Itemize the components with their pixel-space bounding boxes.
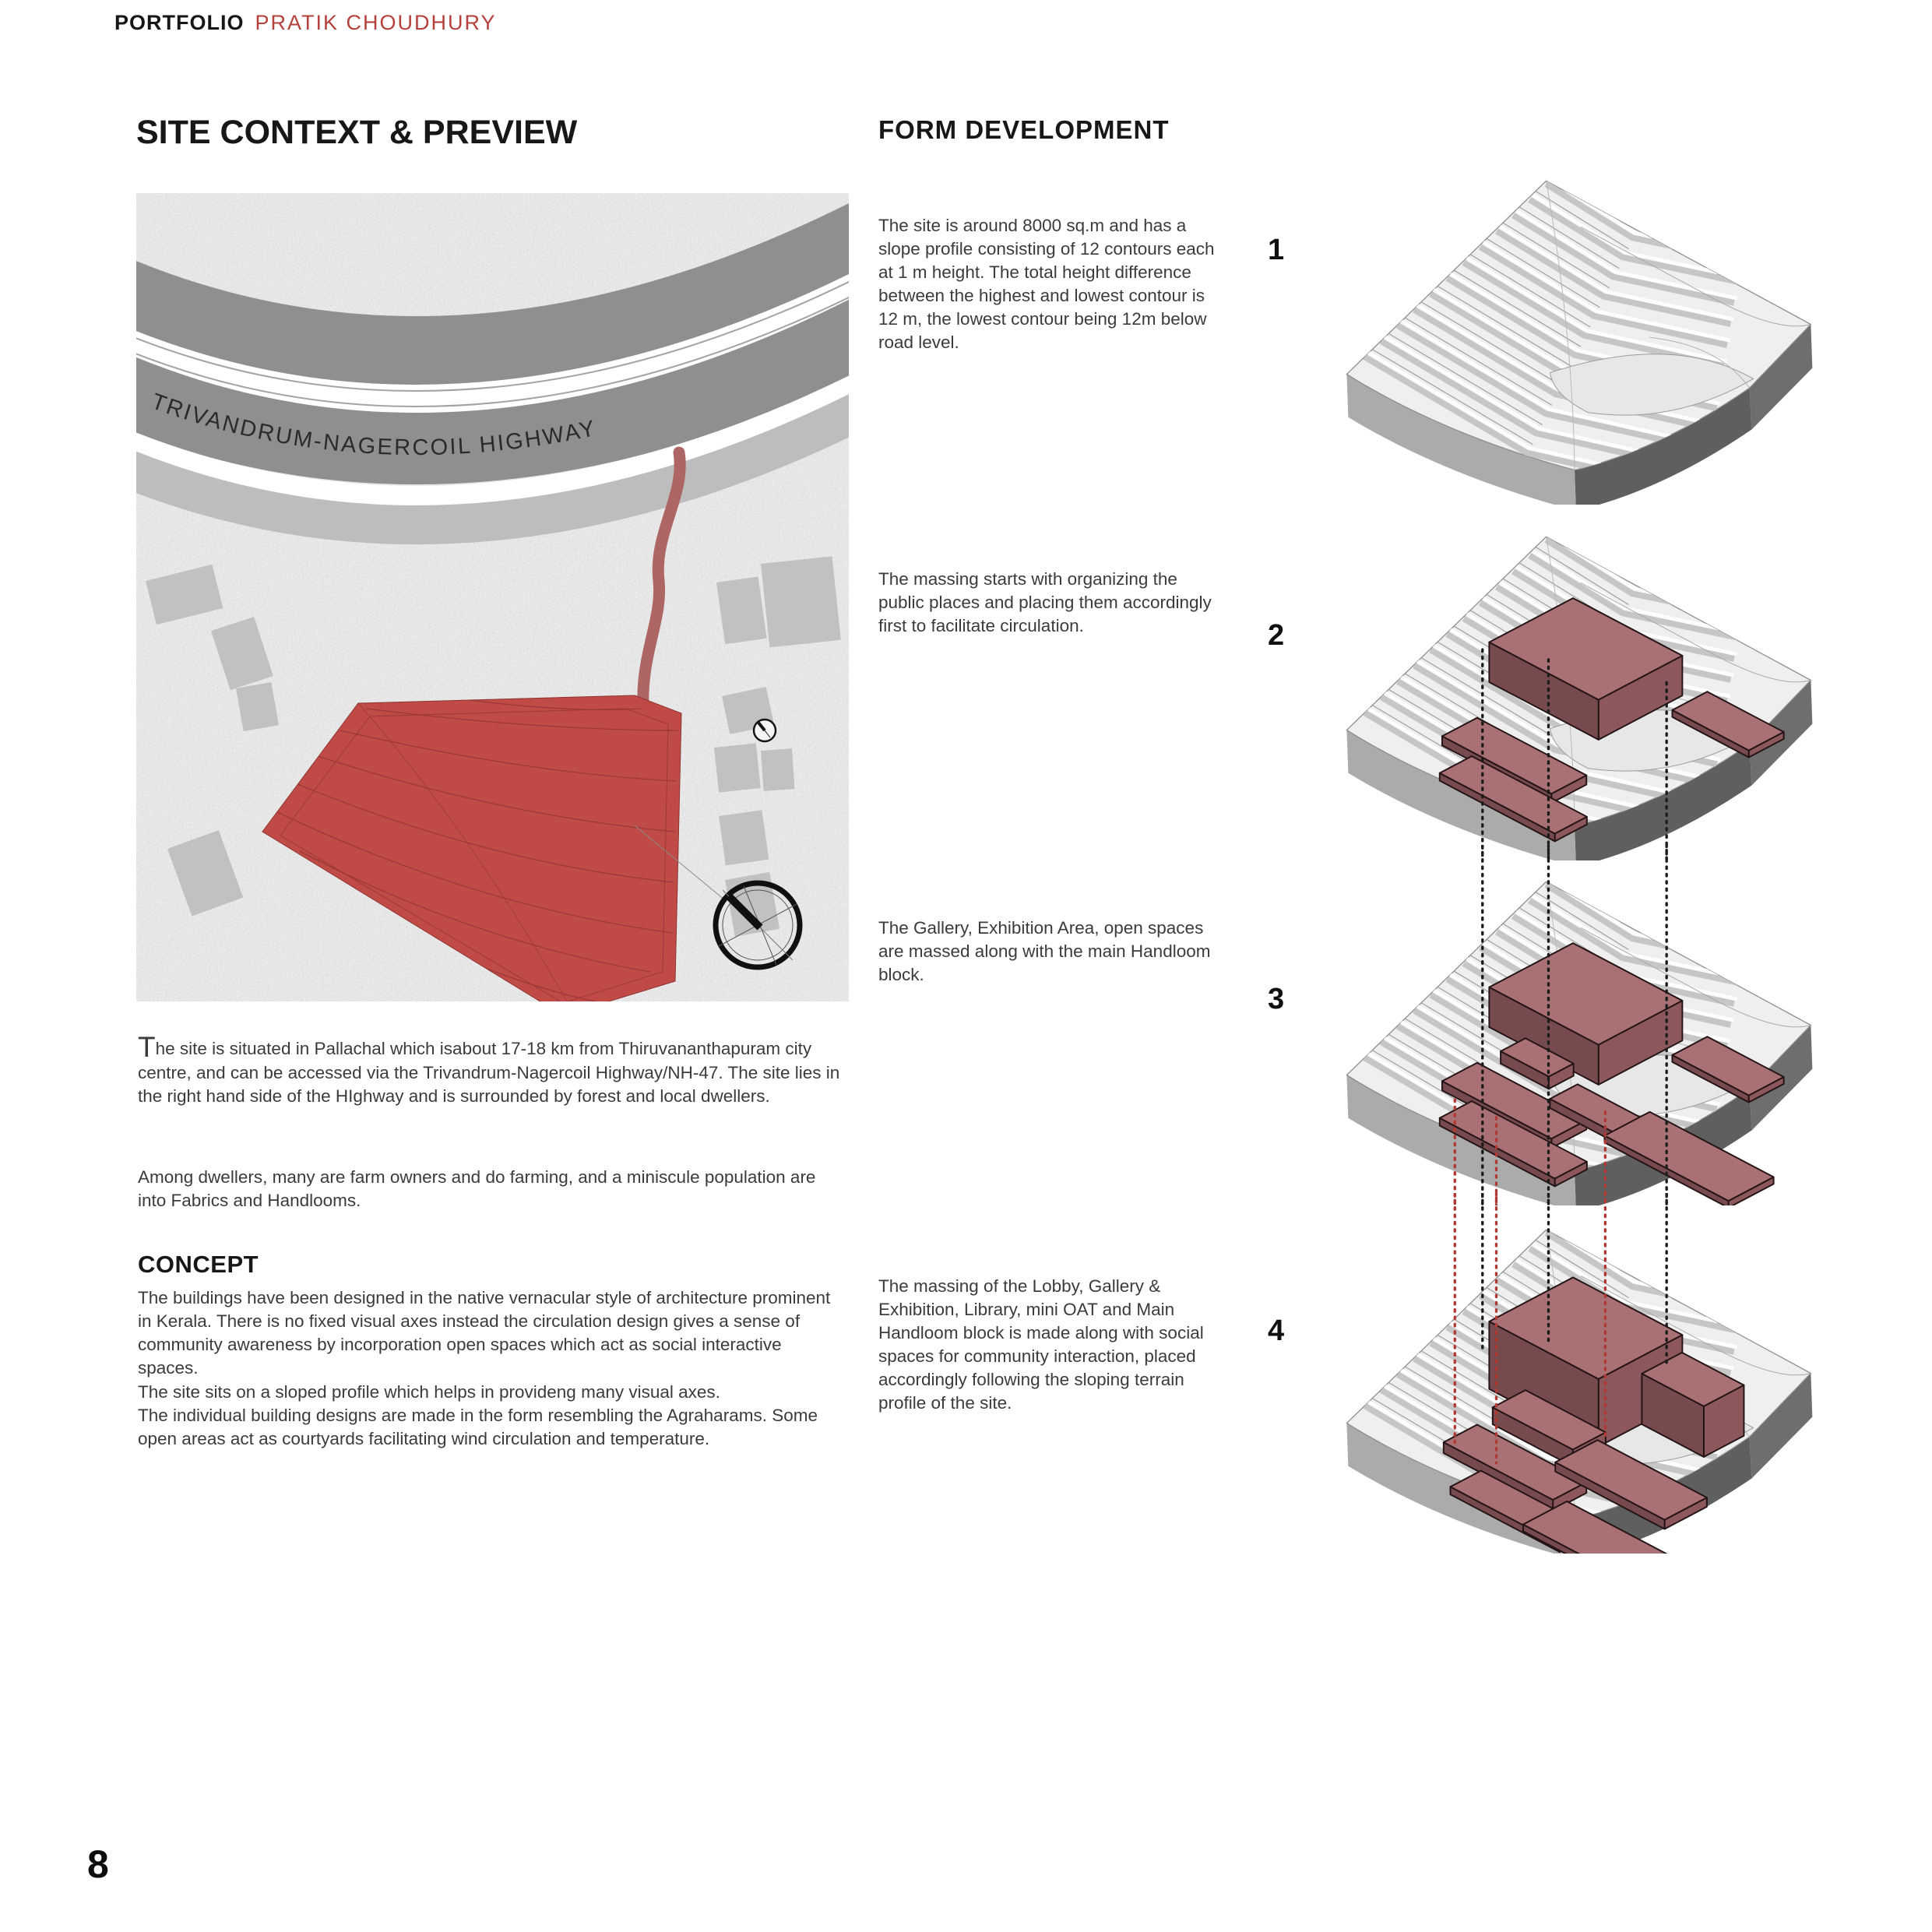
step-number-4: 4 xyxy=(1268,1314,1285,1347)
dropcap: T xyxy=(138,1031,156,1063)
site-context-title: SITE CONTEXT & PREVIEW xyxy=(136,114,578,151)
author-name: PRATIK CHOUDHURY xyxy=(255,11,497,34)
step-number-3: 3 xyxy=(1268,983,1285,1015)
form-step-text-2: The massing starts with organizing the p… xyxy=(878,568,1212,635)
site-intro-paragraph: The site is situated in Pallachal which … xyxy=(138,1031,840,1107)
highway xyxy=(136,202,849,545)
terrain-diagram-1 xyxy=(1318,144,1828,505)
dwellers-paragraph: Among dwellers, many are farm owners and… xyxy=(138,1167,816,1211)
site-map: TRIVANDRUM-NAGERCOIL HIGHWAY xyxy=(136,193,849,1001)
clock-icon xyxy=(752,718,777,743)
form-step-text-3: The Gallery, Exhibition Area, open space… xyxy=(878,917,1211,984)
page-number: 8 xyxy=(87,1842,109,1886)
form-development-title: FORM DEVELOPMENT xyxy=(878,115,1170,144)
concept-paragraph: The buildings have been designed in the … xyxy=(138,1288,831,1378)
access-road xyxy=(637,446,686,715)
form-step-text-1: The site is around 8000 sq.m and has a s… xyxy=(878,215,1215,353)
terrain-diagram-4 xyxy=(1318,1193,1828,1554)
compass-leader-line xyxy=(634,825,726,901)
step-number-2: 2 xyxy=(1268,619,1285,652)
terrain-diagram-3 xyxy=(1318,845,1828,1205)
form-step-text-4: The massing of the Lobby, Gallery & Exhi… xyxy=(878,1276,1204,1413)
north-needle xyxy=(726,893,763,931)
step-number-1: 1 xyxy=(1268,234,1285,266)
page-header: PORTFOLIO PRATIK CHOUDHURY xyxy=(114,11,497,35)
concept-body: The buildings have been designed in the … xyxy=(138,1286,843,1451)
concept-paragraph: The site sits on a sloped profile which … xyxy=(138,1381,720,1402)
compass-icon xyxy=(713,880,803,970)
neighbour-parcels xyxy=(146,556,841,937)
concept-paragraph: The individual building designs are made… xyxy=(138,1405,818,1448)
terrain-diagram-2 xyxy=(1318,500,1828,860)
concept-title: CONCEPT xyxy=(138,1251,259,1278)
portfolio-label: PORTFOLIO xyxy=(114,11,245,34)
